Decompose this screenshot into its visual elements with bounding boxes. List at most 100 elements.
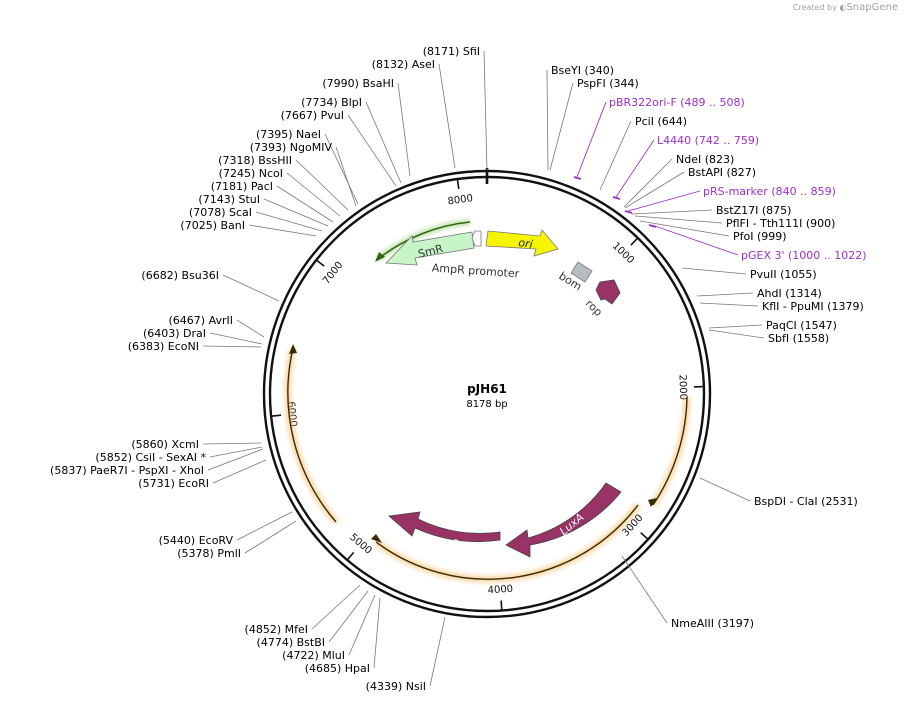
luxb-feature (388, 511, 501, 543)
primer-leader-prs-marker (627, 190, 701, 212)
site-xcmi: (5860) XcmI (131, 438, 199, 451)
primer-pbr322ori-f: pBR322ori-F (489 .. 508) (609, 96, 745, 109)
site-mlui: (4722) MluI (282, 649, 345, 662)
leader-sfii (483, 50, 488, 171)
ampr-promoter-label: AmpR promoter (431, 261, 520, 280)
orf-right-arrowhead (648, 498, 657, 507)
primer-mark-prs-marker (624, 210, 633, 214)
ruler-tick-1000 (630, 237, 639, 246)
primer-prs-marker: pRS-marker (840 .. 859) (703, 185, 836, 198)
site-blpi: (7734) BlpI (301, 96, 362, 109)
leader-naei (324, 133, 359, 205)
primer-l4440: L4440 (742 .. 759) (657, 134, 759, 147)
primer-leader-pgex3 (651, 224, 739, 256)
site-bsu36i: (6682) Bsu36I (141, 269, 219, 282)
leader-asei (438, 63, 456, 169)
site-sfii: (8171) SfiI (423, 45, 480, 58)
site-ecori: (5731) EcoRI (138, 477, 209, 490)
leader-csii (209, 446, 263, 458)
snapgene-credit: Created by ◐SnapGene (793, 2, 898, 13)
leader-econi (202, 345, 262, 348)
leader-avrii (236, 319, 265, 338)
primer-mark-l4440 (612, 196, 621, 200)
orf-bottom-arc (375, 504, 639, 580)
plasmid-size: 8178 bp (466, 399, 507, 410)
smr-feature (385, 231, 475, 266)
ruler-tick-3000 (640, 532, 649, 540)
site-mfei: (4852) MfeI (245, 623, 308, 636)
site-naei: (7395) NaeI (256, 128, 321, 141)
site-ecorv: (5440) EcoRV (159, 534, 234, 547)
site-bseyi: BseYI (340) (551, 64, 614, 77)
leader-bstbi (328, 590, 369, 643)
primer-leader-l4440 (615, 139, 655, 198)
leader-nmeaiii (621, 555, 668, 624)
site-ngomiv: (7393) NgoMIV (250, 141, 333, 154)
leader-ecori (212, 459, 267, 484)
site-econi: (6383) EcoNI (128, 340, 199, 353)
leader-paer7i (207, 448, 264, 471)
leader-bspdi (699, 477, 751, 502)
rop-feature (595, 279, 621, 305)
leader-xcmi (202, 442, 262, 445)
leader-hpai (373, 597, 381, 669)
luxa-feature (505, 482, 622, 558)
ruler-tick-7000 (315, 259, 325, 267)
site-pfoi: PfoI (999) (733, 230, 787, 243)
orf-smr-arrowhead (375, 252, 385, 262)
leader-bani (248, 224, 317, 237)
leader-pflfi (634, 215, 723, 224)
snapgene-logo-icon: ◐ (839, 3, 847, 12)
leader-kfli (699, 302, 759, 307)
leader-pacci (708, 324, 763, 329)
site-bsahi: (7990) BsaHI (322, 77, 394, 90)
ruler-label-8000: 8000 (447, 193, 474, 207)
site-pcii: PciI (644) (635, 115, 687, 128)
leader-mfei (311, 584, 361, 630)
leader-ngomiv (335, 146, 357, 207)
site-nmeaiii: NmeAIII (3197) (671, 617, 754, 630)
primer-mark-pbr322ori-f (573, 176, 582, 180)
leader-ndei (623, 158, 673, 208)
leader-pspfi (549, 82, 574, 171)
leader-stui (263, 198, 329, 227)
ruler-tick-4000 (500, 600, 503, 611)
leader-bseyi (546, 69, 549, 171)
leader-pfoi (639, 220, 730, 237)
ruler-label-2000: 2000 (676, 374, 688, 400)
ruler-label-5000: 5000 (347, 532, 374, 557)
orf-bottom-arrowhead (371, 534, 382, 543)
orf-left-arc (287, 347, 337, 523)
plasmid-name: pJH61 (467, 382, 507, 396)
ori-label: ori (518, 236, 534, 251)
leader-scai (255, 211, 323, 232)
site-paer7i: (5837) PaeR7I - PspXI - XhoI (50, 464, 204, 477)
site-nsii: (4339) NsiI (366, 680, 426, 693)
site-labels: (8171) SfiI(8132) AseI (7990) BsaHI (7734)… (50, 45, 864, 693)
orf-left-arrowhead (289, 344, 297, 354)
site-sbfi: SbfI (1558) (768, 332, 829, 345)
leader-bsu36i (222, 274, 280, 302)
site-bstbi: (4774) BstBI (257, 636, 325, 649)
site-scai: (7078) ScaI (189, 206, 252, 219)
bom-feature (570, 261, 593, 283)
leader-pmli (244, 520, 297, 554)
site-paci: (7181) PacI (211, 180, 273, 193)
leader-sbfi (708, 329, 765, 339)
site-ndei: NdeI (823) (676, 153, 734, 166)
site-pflfi: PflFI - Tth111I (900) (726, 217, 835, 230)
site-asei: (8132) AseI (372, 58, 435, 71)
site-bstapi: BstAPI (827) (688, 166, 756, 179)
primer-leader-pbr322ori-f (576, 101, 607, 178)
credit-prefix: Created by (792, 3, 837, 12)
site-stui: (7143) StuI (198, 193, 260, 206)
site-kfli: KflI - PpuMI (1379) (762, 300, 864, 313)
leader-mlui (348, 594, 376, 656)
ampr-promoter-feature (471, 230, 482, 247)
ruler-tick-8000 (456, 178, 460, 190)
primer-mark-pgex3 (648, 224, 657, 228)
ruler-tick-5000 (346, 551, 355, 561)
leader-blpi (365, 101, 402, 184)
smr-label: SmR (417, 242, 445, 261)
